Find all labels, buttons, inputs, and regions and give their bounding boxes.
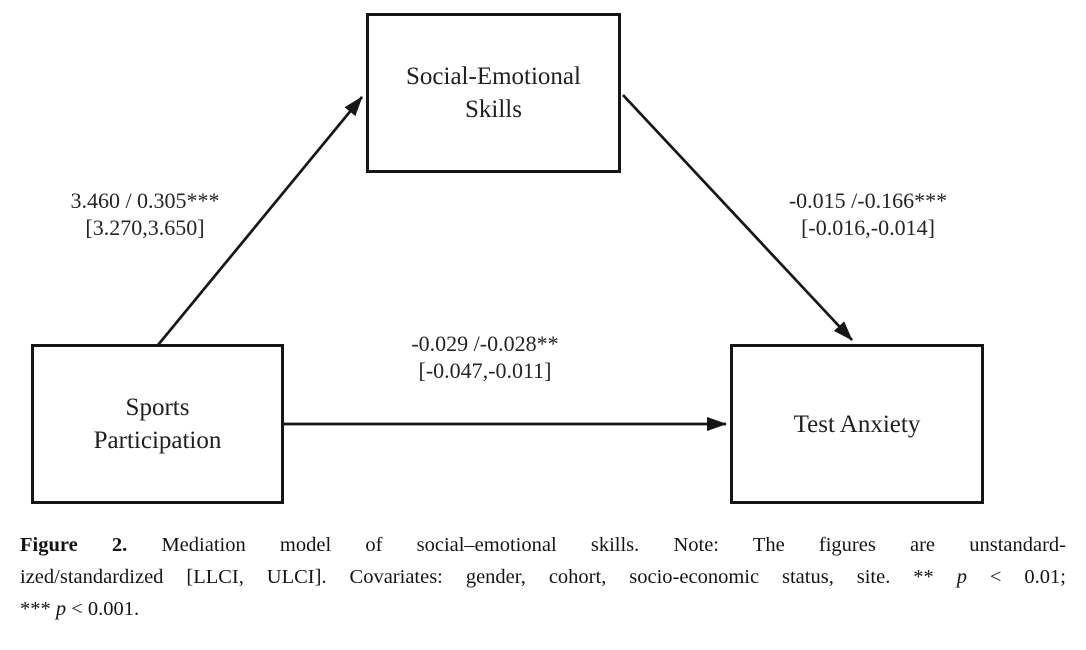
caption-p-italic: p <box>956 566 967 588</box>
caption-p-italic-2: p <box>55 598 67 620</box>
caption-line-3: *** p < 0.001. <box>20 593 1066 625</box>
path-b-coefficients: -0.015 /-0.166*** <box>788 188 948 213</box>
path-c-confidence-interval: [-0.047,-0.011] <box>418 358 552 383</box>
path-c-label: -0.029 /-0.028** [-0.047,-0.011] <box>365 330 605 384</box>
path-a-confidence-interval: [3.270,3.650] <box>85 215 205 240</box>
caption-line-1: Figure 2. Mediation model of social–emot… <box>20 529 1066 561</box>
path-b-label: -0.015 /-0.166*** [-0.016,-0.014] <box>748 187 988 241</box>
caption-line-1-text: Mediation model of social–emotional skil… <box>127 534 1066 556</box>
arrow-layer <box>156 94 853 431</box>
caption-line-2-end: < 0.01; <box>966 566 1066 588</box>
caption-line-2-text: ized/standardized [LLCI, ULCI]. Covariat… <box>20 566 957 588</box>
caption-line-3-stars: *** <box>20 598 56 620</box>
node-test-anxiety: Test Anxiety <box>730 344 984 504</box>
figure-caption: Figure 2. Mediation model of social–emot… <box>20 529 1066 625</box>
path-b-confidence-interval: [-0.016,-0.014] <box>801 215 935 240</box>
caption-figure-label: Figure 2. <box>20 534 128 556</box>
path-a-coefficients: 3.460 / 0.305*** <box>70 188 220 213</box>
node-sports-participation: Sports Participation <box>31 344 284 504</box>
arrow-a-path <box>156 96 364 346</box>
caption-line-3-end: < 0.001. <box>66 598 140 620</box>
path-a-label: 3.460 / 0.305*** [3.270,3.650] <box>25 187 265 241</box>
node-social-emotional-skills: Social-Emotional Skills <box>366 13 621 173</box>
mediation-diagram: Social-Emotional Skills Sports Participa… <box>25 13 988 504</box>
caption-line-2: ized/standardized [LLCI, ULCI]. Covariat… <box>20 561 1066 593</box>
path-c-coefficients: -0.029 /-0.028** <box>411 331 559 356</box>
arrow-b-path <box>622 94 853 341</box>
